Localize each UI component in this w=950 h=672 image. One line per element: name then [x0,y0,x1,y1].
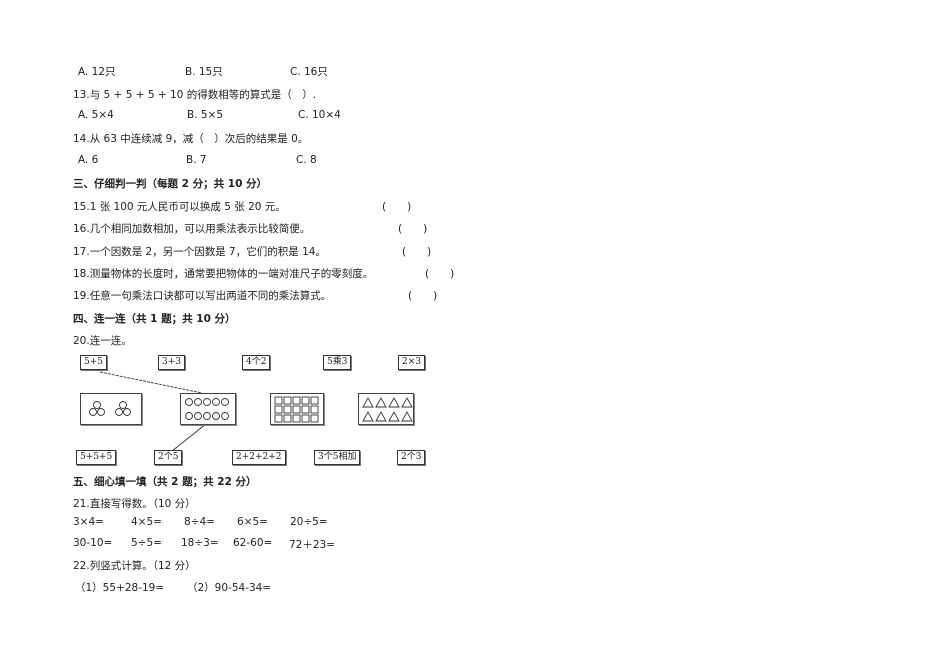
top-label-2x3[interactable]: 2×3 [398,355,425,370]
top-label-4-twos[interactable]: 4个2 [242,355,271,370]
q13-option-b: B. 5×5 [187,109,224,121]
q18-blank: ( ) [425,268,455,280]
q22-item-2: （2）90-54-34= [187,582,272,594]
calc-item: 30-10= [73,537,113,549]
q13-option-c: C. 10×4 [298,109,341,121]
q17-text: 17.一个因数是 2，另一个因数是 7，它们的积是 14。 [73,246,326,258]
section4-title: 四、连一连（共 1 题；共 10 分） [73,313,236,325]
q16-text: 16.几个相同加数相加，可以用乘法表示比较简便。 [73,223,311,235]
top-label-5plus5[interactable]: 5+5 [80,355,107,370]
q13-option-a: A. 5×4 [78,109,114,121]
calc-item: 4×5= [131,516,162,528]
triangles-grid-icon [362,397,413,422]
q16-blank: ( ) [398,223,428,235]
q18-text: 18.测量物体的长度时，通常要把物体的一端对准尺子的零刻度。 [73,268,374,280]
q14-option-a: A. 6 [78,154,99,166]
calc-item: 5÷5= [131,537,162,549]
picture-ten-circles[interactable] [180,393,236,425]
circles-grid-icon [185,398,229,420]
calc-item: 6×5= [237,516,268,528]
circles-groups-icon [89,401,131,416]
top-label-5-times-3[interactable]: 5乘3 [323,355,352,370]
q19-text: 19.任意一句乘法口诀都可以写出两道不同的乘法算式。 [73,290,332,302]
q21-text: 21.直接写得数。（10 分） [73,498,196,510]
calc-item: 72＋23= [289,539,336,551]
calc-item: 3×4= [73,516,104,528]
q12-option-a: A. 12只 [78,66,116,78]
q17-blank: ( ) [402,246,432,258]
picture-fifteen-squares[interactable] [270,393,324,425]
bottom-label-2-threes[interactable]: 2个3 [397,450,426,465]
picture-six-circles[interactable] [80,393,142,425]
section3-title: 三、仔细判一判（每题 2 分；共 10 分） [73,178,268,190]
calc-item: 62-60= [233,537,273,549]
bottom-label-3-fives-added[interactable]: 3个5相加 [314,450,361,465]
calc-item: 20÷5= [290,516,328,528]
q14-text: 14.从 63 中连续减 9，减（ ）次后的结果是 0。 [73,133,309,145]
q19-blank: ( ) [408,290,438,302]
q15-text: 15.1 张 100 元人民币可以换成 5 张 20 元。 [73,201,286,213]
calc-item: 18÷3= [181,537,219,549]
top-label-3plus3[interactable]: 3+3 [158,355,185,370]
q14-option-c: C. 8 [296,154,317,166]
bottom-label-2-fives[interactable]: 2个5 [154,450,183,465]
squares-grid-icon [274,396,319,423]
bottom-label-5plus5plus5[interactable]: 5+5+5 [76,450,117,465]
calc-item: 8÷4= [184,516,215,528]
q12-option-b: B. 15只 [185,66,223,78]
q15-blank: ( ) [382,201,412,213]
section5-title: 五、细心填一填（共 2 题；共 22 分） [73,476,257,488]
q14-option-b: B. 7 [186,154,207,166]
q22-item-1: （1）55+28-19= [75,582,165,594]
picture-eight-triangles[interactable] [358,393,414,425]
q12-option-c: C. 16只 [290,66,328,78]
q13-text: 13.与 5 + 5 + 5 + 10 的得数相等的算式是（ ）. [73,89,317,101]
q22-text: 22.列竖式计算。（12 分） [73,560,196,572]
bottom-label-2plus2plus2plus2[interactable]: 2+2+2+2 [232,450,286,465]
q20-text: 20.连一连。 [73,335,132,347]
